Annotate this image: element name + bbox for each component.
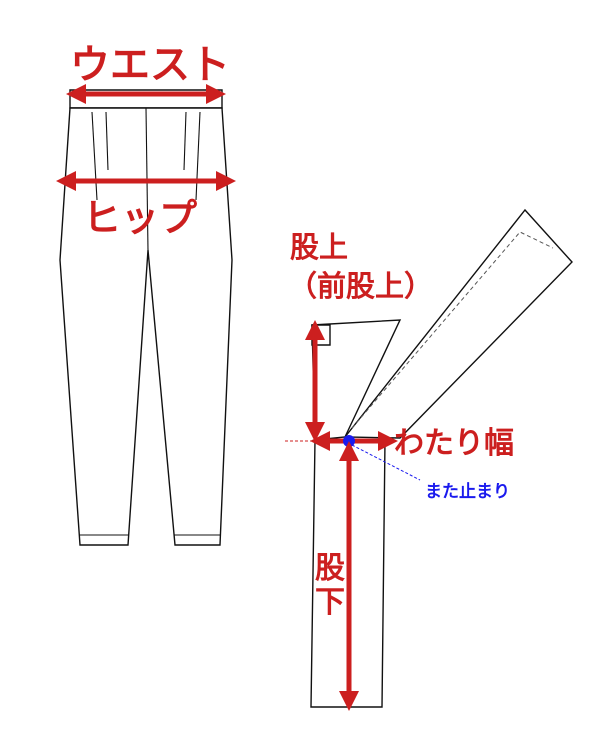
crotch-point-leader <box>351 444 421 481</box>
inseam-label-top: 股 <box>315 551 345 586</box>
inseam-label-bottom: 下 <box>315 585 345 620</box>
rise-label: 股上 <box>290 230 348 264</box>
front-rise-label: （前股上） <box>288 269 433 303</box>
thigh-width-label: わたり幅 <box>394 426 514 461</box>
pleat-right <box>183 111 187 171</box>
pants-body <box>59 107 233 546</box>
hip-label: ヒップ <box>83 196 197 240</box>
raised-leg-stitch <box>351 231 554 429</box>
pleat-left <box>105 111 109 171</box>
pants-front-view <box>59 89 233 546</box>
crotch-point-label: また止まり <box>425 481 510 502</box>
waist-label: ウエスト <box>70 42 230 88</box>
